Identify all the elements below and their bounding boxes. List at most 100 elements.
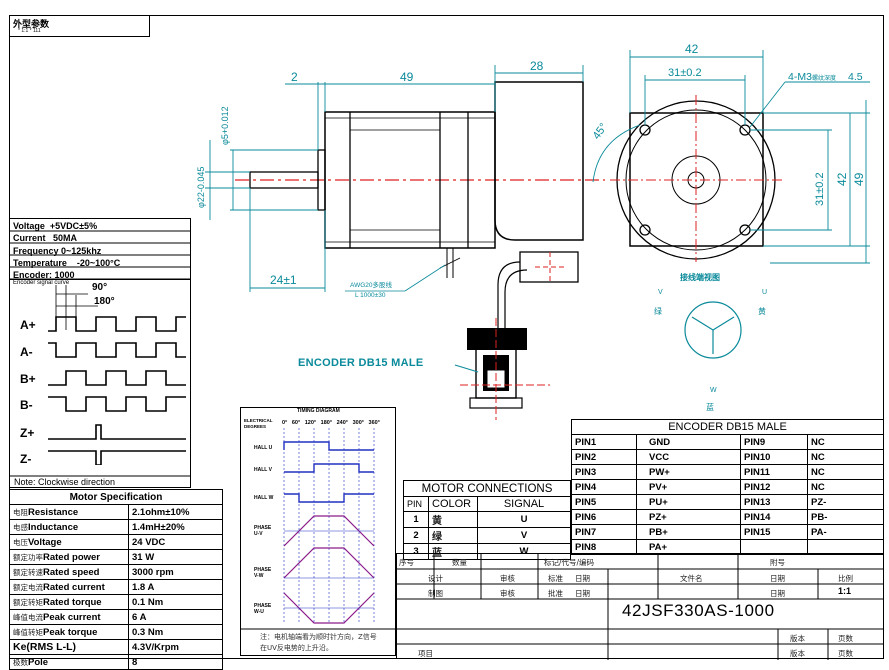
tb-r3-8: 1:1 xyxy=(838,586,852,596)
tb-r2-2: 审核 xyxy=(500,574,515,583)
tb-r2-8: 比例 xyxy=(838,574,853,583)
mechanical-drawing: 2 49 28 24±1 φ5+0.012 φ22-0.045 AWG20多股线… xyxy=(196,42,870,420)
dim-31-side: 31±0.2 xyxy=(814,172,826,206)
dim-49-side: 49 xyxy=(852,172,866,186)
cable-exit xyxy=(519,251,579,283)
tb-r2-5: 日期 xyxy=(575,574,590,583)
tb-r3-2: 审核 xyxy=(500,589,515,598)
tb-r1-1: 数量 xyxy=(452,558,467,567)
signal-panel xyxy=(9,279,191,488)
dim-42-side: 42 xyxy=(835,172,849,186)
tb-r3-4: 批准 xyxy=(548,589,563,598)
hall-wye xyxy=(684,301,742,359)
dim-28: 28 xyxy=(530,59,544,73)
timing-note-divider xyxy=(240,628,396,630)
dim-holes-depth-prefix: 螺纹深度 xyxy=(812,74,836,82)
tb-r3-0: 制图 xyxy=(428,589,443,598)
signal-note: Note: Clockwise direction xyxy=(14,477,116,487)
end-view-label: 接线端视图 xyxy=(680,272,720,282)
signal-90: 90° xyxy=(92,282,108,293)
signal-ch-z-plus: Z+ xyxy=(20,426,35,440)
db15-connector xyxy=(460,318,550,420)
timing-row-hall-u: HALL U xyxy=(254,445,273,451)
title-block-lines xyxy=(396,553,884,660)
hall-w: W xyxy=(710,387,717,394)
dim-31-top: 31±0.2 xyxy=(668,67,702,79)
hall-w-cn: 蓝 xyxy=(706,402,714,412)
timing-row-hall-w: HALL W xyxy=(254,495,274,501)
hall-u: U xyxy=(762,289,767,296)
db15-title: ENCODER DB15 MALE xyxy=(571,419,884,435)
dim-42-top: 42 xyxy=(685,42,699,56)
enc-spec-row: Voltage +5VDC±5% xyxy=(13,221,98,231)
encoder-label: ENCODER DB15 MALE xyxy=(298,357,424,369)
part-number: 42JSF330AS-1000 xyxy=(622,601,775,620)
timing-panel xyxy=(240,407,396,656)
timing-row-phase-vw: PHASE V-W xyxy=(254,567,272,579)
dim-45: 45° xyxy=(591,121,610,142)
signal-180: 180° xyxy=(94,296,115,307)
dim-boss: φ5+0.012 xyxy=(220,106,230,145)
tb-r2-6: 文件名 xyxy=(680,574,703,583)
tb-r5-2: 页数 xyxy=(838,649,853,658)
header-subtitle: * 1:1 * 111 xyxy=(18,28,41,34)
enc-spec-row: Frequency 0~125khz xyxy=(13,245,102,256)
dim-24: 24±1 xyxy=(270,273,297,287)
timing-row-phase-wu: PHASE W-U xyxy=(254,603,272,615)
tb-r1-2: 标记/代号/编码 xyxy=(544,558,595,567)
encoder-housing xyxy=(494,81,584,241)
signal-ch-b-minus: B- xyxy=(20,398,33,412)
timing-degrees: 0°60°120°180°240°300°360° xyxy=(282,420,380,426)
tb-r2-7: 日期 xyxy=(770,574,785,583)
header-title: 外型参数 xyxy=(13,20,50,30)
signal-title: Encoder signal curve xyxy=(13,280,70,286)
timing-title: TIMING DIAGRAM xyxy=(297,408,340,414)
end-view xyxy=(610,95,785,262)
hall-v-cn: 绿 xyxy=(654,307,662,316)
cable-note-1: AWG20多股线 xyxy=(350,280,393,289)
signal-note-divider xyxy=(9,475,191,477)
timing-note-2: 在UV反电势的上升沿。 xyxy=(260,644,333,652)
motor-connections-title: MOTOR CONNECTIONS xyxy=(403,480,571,497)
table-header: PIN COLOR SIGNAL xyxy=(403,496,571,512)
signal-ch-a-minus: A- xyxy=(20,345,33,359)
encoder-spec-panel xyxy=(9,218,191,290)
encoder-cable xyxy=(497,261,521,330)
signal-ch-z-minus: Z- xyxy=(20,452,32,466)
signal-ch-b-plus: B+ xyxy=(20,372,36,386)
timing-row-phase-uv: PHASE U-V xyxy=(254,525,272,537)
table-row: Ke(RMS L-L)4.3V/Krpm xyxy=(9,639,223,655)
enc-spec-row: Encoder: 1000 xyxy=(13,270,75,281)
dim-holes-note: 4-M3 xyxy=(788,71,812,83)
tb-r1-6: 附号 xyxy=(770,558,785,567)
motor-spec-title: Motor Specification xyxy=(9,489,223,505)
timing-note-1: 注：电机轴端看为顺时针方向，Z信号 xyxy=(260,633,377,641)
timing-header: ELECTRICAL DEGREES xyxy=(244,418,273,429)
tb-r5-1: 版本 xyxy=(790,649,805,658)
hall-u-cn: 黄 xyxy=(758,306,766,316)
signal-waves xyxy=(48,285,186,465)
enc-spec-row: Current 50MA xyxy=(13,233,78,244)
tb-r4-0: 版本 xyxy=(790,634,805,643)
